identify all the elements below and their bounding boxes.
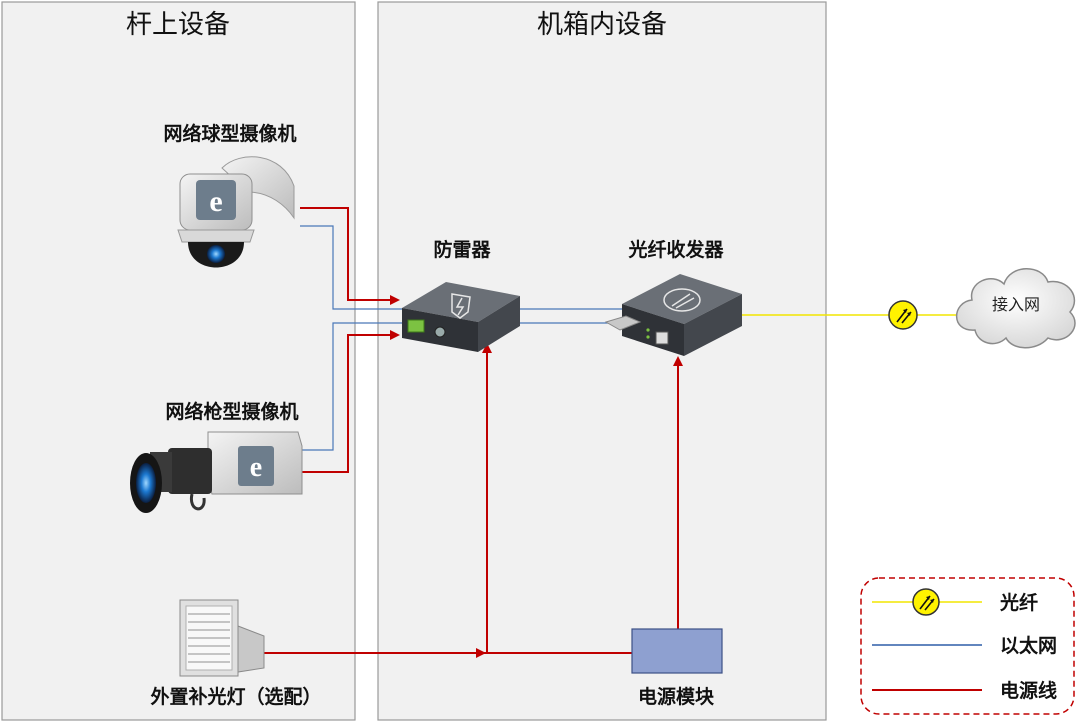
power-module: 电源模块 — [631, 628, 723, 708]
surge-protector-icon — [402, 282, 520, 352]
dome-camera: 网络球型摄像机 e — [163, 122, 297, 268]
surge-protector: 防雷器 — [402, 238, 520, 352]
bullet-camera: 网络枪型摄像机 e — [130, 400, 303, 513]
legend-item-ethernet: 以太网 — [872, 634, 1057, 657]
dome-camera-icon: e — [177, 156, 295, 268]
network-label: 接入网 — [992, 295, 1040, 314]
legend-item-fiber: 光纤 — [872, 588, 1038, 616]
legend-label-ethernet: 以太网 — [1000, 634, 1057, 657]
legend-label-fiber: 光纤 — [999, 591, 1038, 614]
pole-panel: 杆上设备 — [1, 1, 356, 721]
fiber-connector-icon — [912, 588, 940, 616]
power-module-box — [631, 628, 723, 674]
bullet-camera-label: 网络枪型摄像机 — [165, 400, 298, 423]
power-lines — [262, 207, 683, 658]
power-line-bullet — [302, 330, 400, 473]
fiber-connector-icon — [888, 300, 918, 330]
cloud-icon: 接入网 — [956, 268, 1076, 349]
surge-protector-label: 防雷器 — [433, 238, 491, 261]
pole-panel-title: 杆上设备 — [126, 10, 230, 40]
fiber-transceiver: 光纤收发器 — [604, 238, 742, 356]
dome-camera-label: 网络球型摄像机 — [163, 122, 296, 145]
legend-label-power: 电源线 — [1000, 679, 1057, 702]
svg-text:e: e — [250, 452, 262, 483]
floodlight-icon — [179, 599, 265, 677]
power-line-dome — [300, 207, 400, 305]
fill-light-label: 外置补光灯（选配） — [150, 685, 321, 708]
cabinet-panel-title: 机箱内设备 — [537, 10, 667, 40]
fiber-transceiver-icon — [604, 274, 742, 356]
fill-light: 外置补光灯（选配） — [150, 599, 322, 708]
fiber-transceiver-label: 光纤收发器 — [627, 238, 724, 261]
ethernet-line-bullet — [302, 322, 402, 451]
svg-text:e: e — [209, 185, 222, 218]
bullet-camera-icon: e — [130, 431, 303, 513]
legend-item-power: 电源线 — [872, 679, 1057, 702]
ethernet-line-dome — [300, 225, 402, 310]
power-module-label: 电源模块 — [638, 685, 715, 708]
cabinet-panel: 机箱内设备 — [377, 1, 827, 721]
legend: 光纤 以太网 电源线 — [860, 577, 1075, 715]
